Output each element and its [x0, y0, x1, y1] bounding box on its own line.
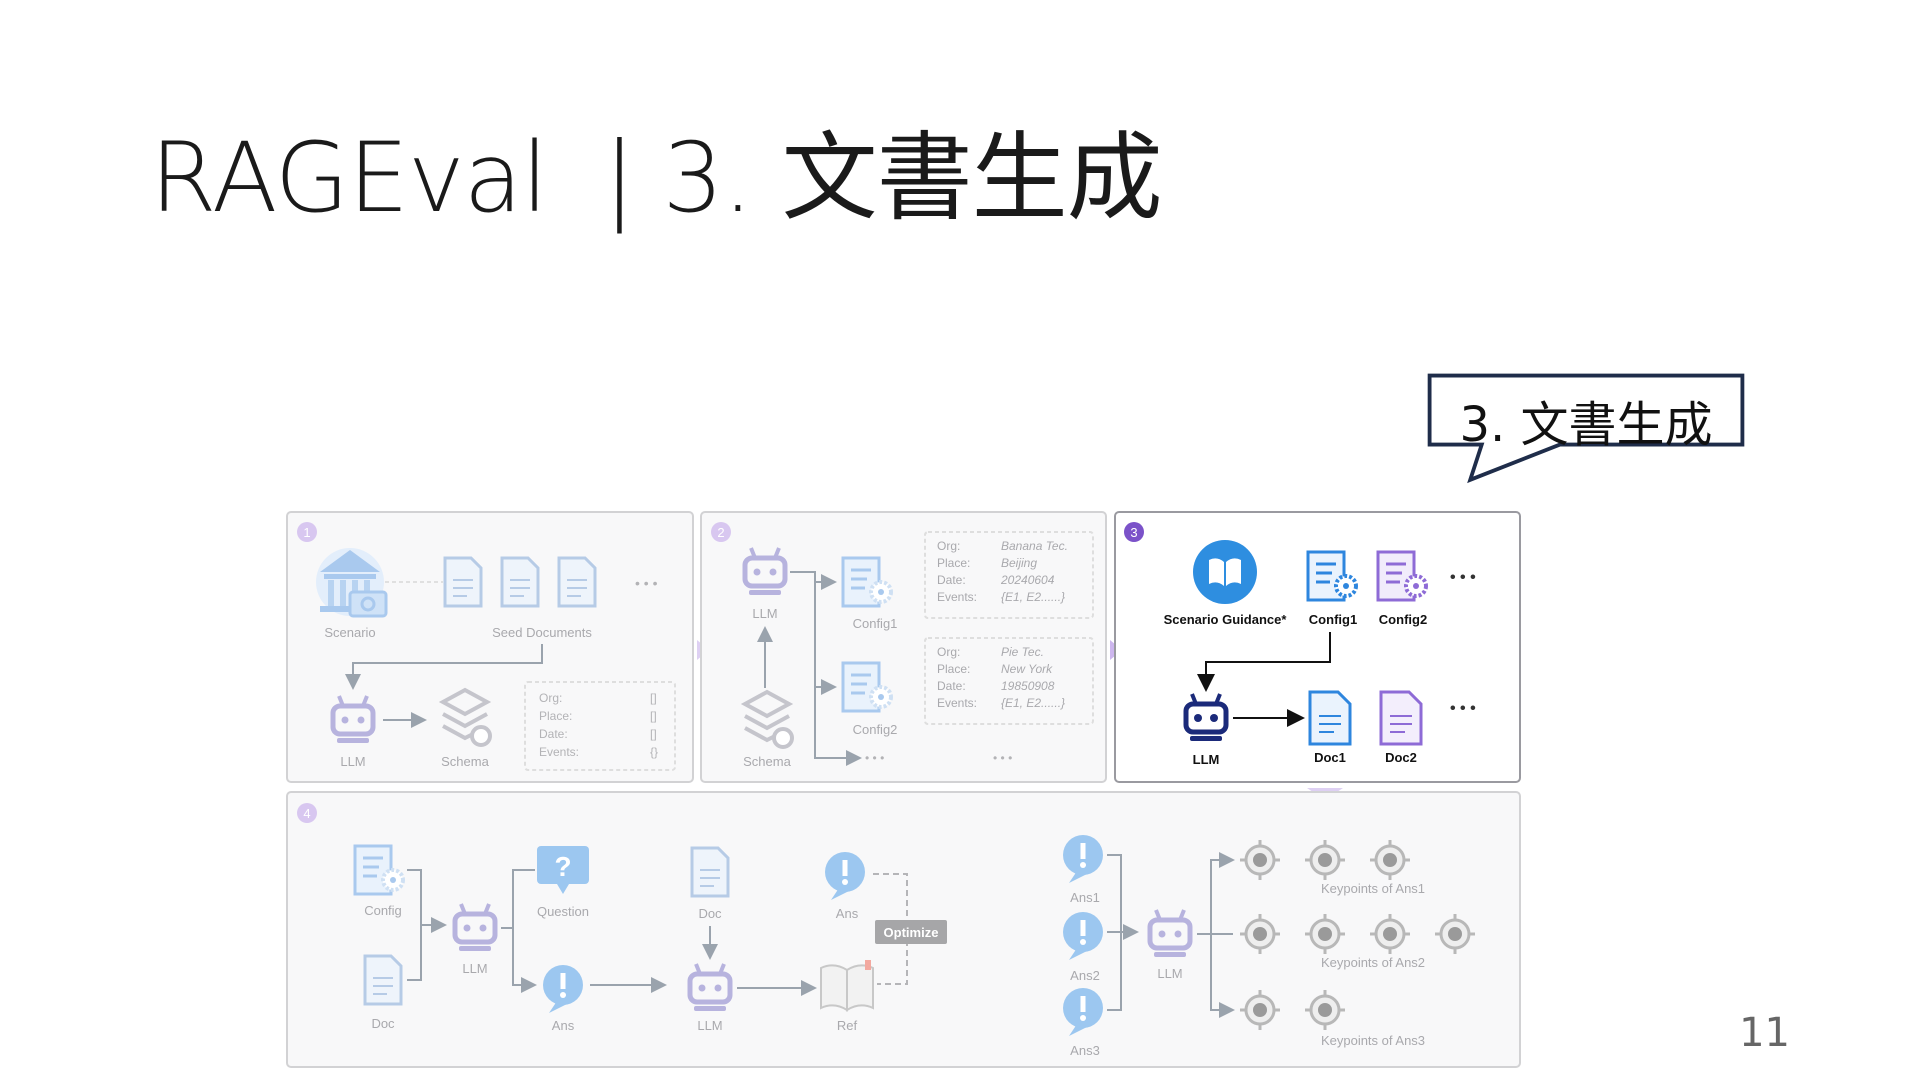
- label-keypoints-ans2: Keypoints of Ans2: [1321, 955, 1425, 970]
- schema-icon: [740, 689, 794, 749]
- schema-icon: [438, 687, 492, 747]
- seed-doc-icon: [443, 556, 483, 608]
- doc-icon: [690, 846, 730, 898]
- label-scenario-guidance: Scenario Guidance*: [1164, 612, 1288, 627]
- reference-book-icon: [820, 960, 874, 1012]
- field-events: Events:: [539, 745, 579, 759]
- label-optimize: Optimize: [884, 925, 939, 940]
- card-field: Date:: [937, 573, 966, 587]
- config2-icon: [1376, 550, 1428, 602]
- panel-2: 2 LLM Schema Config1 Config2 • • • Org: …: [700, 511, 1107, 783]
- field-place: Place:: [539, 709, 572, 723]
- step-badge-3: [1124, 522, 1144, 542]
- label-scenario: Scenario: [324, 625, 375, 640]
- label-keypoints-ans1: Keypoints of Ans1: [1321, 881, 1425, 896]
- card-value: 19850908: [1001, 679, 1055, 693]
- config1-icon: [1306, 550, 1358, 602]
- doc1-icon: [1308, 690, 1352, 746]
- step-badge-1-label: 1: [303, 525, 310, 540]
- ellipsis: • • •: [635, 575, 658, 591]
- step-badge-4-label: 4: [303, 806, 310, 821]
- ellipsis: • • •: [1450, 700, 1476, 717]
- doc-icon: [363, 954, 403, 1006]
- card-field: Org:: [937, 539, 960, 553]
- label-schema: Schema: [441, 754, 489, 769]
- label-doc-mid: Doc: [698, 906, 722, 921]
- field-value: []: [650, 691, 657, 705]
- label-llm-mid: LLM: [697, 1018, 722, 1033]
- card-value: New York: [1001, 662, 1053, 676]
- card-value: Banana Tec.: [1001, 539, 1068, 553]
- label-ans: Ans: [552, 1018, 575, 1033]
- label-config2: Config2: [853, 722, 898, 737]
- step-badge-4: [297, 803, 317, 823]
- card-field: Events:: [937, 696, 977, 710]
- card-value: 20240604: [1000, 573, 1055, 587]
- label-llm: LLM: [752, 606, 777, 621]
- label-llm: LLM: [340, 754, 365, 769]
- card-field: Place:: [937, 662, 970, 676]
- label-ans1: Ans1: [1070, 890, 1100, 905]
- llm-bot-icon: [1183, 693, 1229, 741]
- label-llm: LLM: [1193, 752, 1220, 767]
- step-badge-2: [711, 522, 731, 542]
- label-doc2: Doc2: [1385, 750, 1417, 765]
- optimize-badge: [875, 920, 947, 944]
- label-ans3: Ans3: [1070, 1043, 1100, 1058]
- label-seed-documents: Seed Documents: [492, 625, 592, 640]
- book-icon: [1193, 540, 1257, 604]
- label-ans2: Ans2: [1070, 968, 1100, 983]
- label-config1: Config1: [853, 616, 898, 631]
- panel-4: 4 Config Doc LLM ? Question Ans Doc LLM …: [286, 791, 1521, 1068]
- title-separator: |: [603, 122, 635, 234]
- label-question: Question: [537, 904, 589, 919]
- seed-doc-icon: [500, 556, 540, 608]
- field-date: Date:: [539, 727, 568, 741]
- field-value: {}: [650, 745, 658, 759]
- field-org: Org:: [539, 691, 562, 705]
- label-ref: Ref: [837, 1018, 858, 1033]
- seed-doc-icon: [557, 556, 597, 608]
- field-value: []: [650, 727, 657, 741]
- question-icon: ?: [537, 846, 589, 894]
- step-badge-2-label: 2: [717, 525, 724, 540]
- title-subtitle: 3. 文書生成: [662, 122, 1163, 234]
- page-number: 11: [1739, 1010, 1790, 1056]
- card-field: Place:: [937, 556, 970, 570]
- label-llm-right: LLM: [1157, 966, 1182, 981]
- label-doc1: Doc1: [1314, 750, 1346, 765]
- step-badge-1: [297, 522, 317, 542]
- label-keypoints-ans3: Keypoints of Ans3: [1321, 1033, 1425, 1048]
- label-config1: Config1: [1309, 612, 1357, 627]
- label-config: Config: [364, 903, 402, 918]
- card-value: Beijing: [1001, 556, 1037, 570]
- card-value: {E1, E2......}: [1001, 696, 1065, 710]
- step-badge-3-label: 3: [1130, 525, 1137, 540]
- card-value: Pie Tec.: [1001, 645, 1044, 659]
- card-value: {E1, E2......}: [1001, 590, 1065, 604]
- svg-text:?: ?: [554, 851, 571, 882]
- slide-title: RAGEval |3. 文書生成: [150, 100, 1163, 239]
- label-doc: Doc: [371, 1016, 395, 1031]
- ellipsis: • • •: [993, 751, 1012, 765]
- callout-text: 3. 文書生成: [1459, 397, 1713, 453]
- title-main: RAGEval: [150, 122, 548, 234]
- card-field: Date:: [937, 679, 966, 693]
- callout-bubble: [1427, 373, 1745, 484]
- ellipsis: • • •: [1450, 569, 1476, 586]
- bank-icon: [316, 548, 388, 618]
- card-field: Events:: [937, 590, 977, 604]
- field-value: []: [650, 709, 657, 723]
- label-ans-top: Ans: [836, 906, 859, 921]
- doc2-icon: [1379, 690, 1423, 746]
- panel-1: 1 Scenario • • • Seed Documents LLM: [286, 511, 694, 783]
- label-config2: Config2: [1379, 612, 1427, 627]
- panel-3: 3 Scenario Guidance* Config1 Config2 • •…: [1114, 511, 1521, 783]
- label-schema: Schema: [743, 754, 791, 769]
- label-llm: LLM: [462, 961, 487, 976]
- card-field: Org:: [937, 645, 960, 659]
- rageval-pipeline-diagram: 1 Scenario • • • Seed Documents LLM: [286, 511, 1521, 1068]
- ellipsis: • • •: [865, 751, 884, 765]
